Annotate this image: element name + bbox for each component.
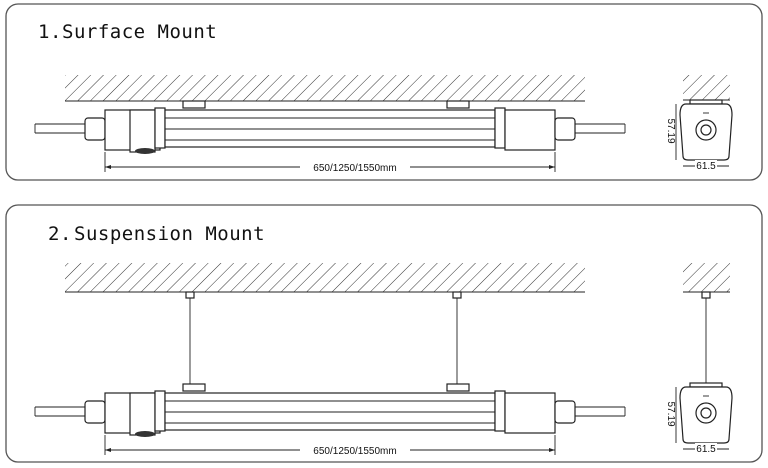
panel-border bbox=[5, 3, 763, 181]
height-dimension: 57.19 bbox=[665, 401, 676, 426]
suspension-wires bbox=[185, 291, 462, 385]
ceiling-hatch-end bbox=[683, 263, 730, 292]
surface-mount-panel: 1. Surface Mount 650/1250/1550mm 57.19 6… bbox=[5, 3, 763, 181]
fixture-end-view bbox=[675, 99, 733, 167]
section-number: 1. bbox=[38, 21, 62, 43]
length-dimension: 650/1250/1550mm bbox=[313, 163, 396, 174]
fixture-side-elevation bbox=[34, 383, 626, 456]
width-dimension: 61.5 bbox=[696, 444, 716, 455]
height-dimension: 57.19 bbox=[665, 118, 676, 143]
length-dimension: 650/1250/1550mm bbox=[313, 446, 396, 457]
ceiling-hatch-end bbox=[683, 75, 730, 100]
ceiling-hatch bbox=[65, 75, 585, 101]
ceiling-hatch bbox=[65, 263, 585, 292]
section-title: Suspension Mount bbox=[74, 223, 265, 245]
fixture-side-elevation bbox=[34, 100, 626, 173]
fixture-end-view bbox=[675, 382, 733, 450]
suspension-mount-panel: 2. Suspension Mount 650/1250/1550mm 57.1… bbox=[5, 204, 763, 463]
panel-border bbox=[5, 204, 763, 463]
section-number: 2. bbox=[48, 223, 72, 245]
width-dimension: 61.5 bbox=[696, 161, 716, 172]
section-title: Surface Mount bbox=[62, 21, 217, 43]
